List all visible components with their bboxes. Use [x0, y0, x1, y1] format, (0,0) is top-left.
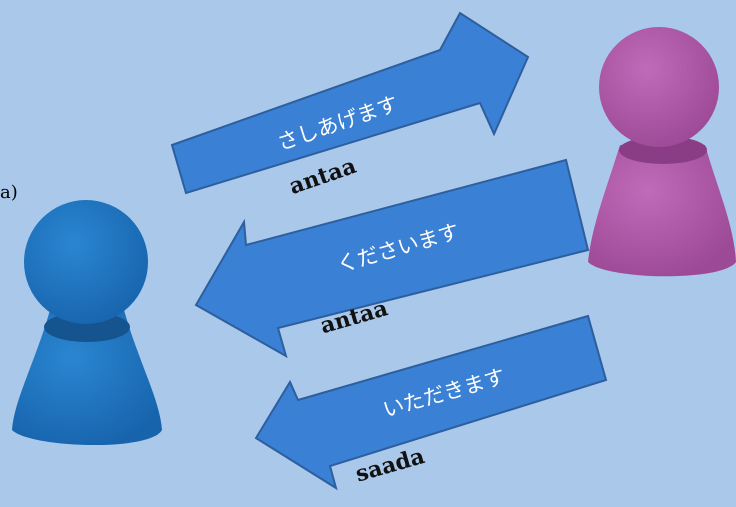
- arrow-sashiagemasu: さしあげます antaa: [170, 11, 530, 200]
- arrow-kudasaimasu: くださいます antaa: [194, 158, 590, 359]
- arrow-itadakimasu: いただきます saada: [254, 314, 608, 491]
- right-person-head: [599, 27, 719, 147]
- right-person-body: [588, 145, 736, 277]
- arrow-shape: [194, 158, 590, 359]
- arrow-shape: [170, 11, 530, 195]
- right-person-icon: [588, 27, 736, 277]
- left-person-head: [24, 200, 148, 324]
- cropped-edge-text: a): [0, 182, 18, 203]
- left-person-body: [12, 310, 162, 446]
- arrow-shape: [254, 314, 608, 491]
- left-person-icon: [12, 200, 162, 446]
